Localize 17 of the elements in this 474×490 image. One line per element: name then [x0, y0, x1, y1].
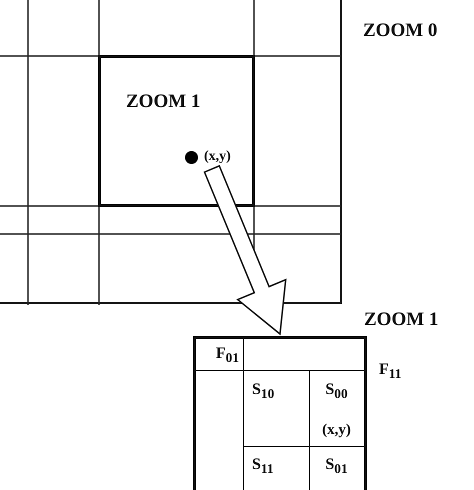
grid-cell — [309, 370, 364, 447]
coordinate-label: (x,y) — [322, 422, 351, 438]
grid-cell — [243, 370, 310, 447]
cell-label: S$_{11}$ — [252, 456, 274, 477]
zoom-heading: ZOOM 1 — [126, 91, 200, 113]
grid-cell — [196, 339, 244, 371]
zoom-region-box — [98, 55, 255, 207]
cell-label: F$_{01}$ — [216, 345, 239, 366]
grid-cell — [243, 446, 310, 490]
cell-label: S$_{01}$ — [325, 456, 348, 477]
zoom-heading: ZOOM 1 — [364, 309, 438, 331]
cell-label: S$_{10}$ — [252, 381, 274, 402]
zoom-heading: ZOOM 0 — [363, 20, 438, 42]
panel-label: F$_{11}$ — [379, 361, 402, 382]
block-arrow — [204, 164, 287, 336]
cell-label: S$_{00}$ — [325, 381, 348, 402]
coordinate-label: (x,y) — [204, 149, 231, 165]
